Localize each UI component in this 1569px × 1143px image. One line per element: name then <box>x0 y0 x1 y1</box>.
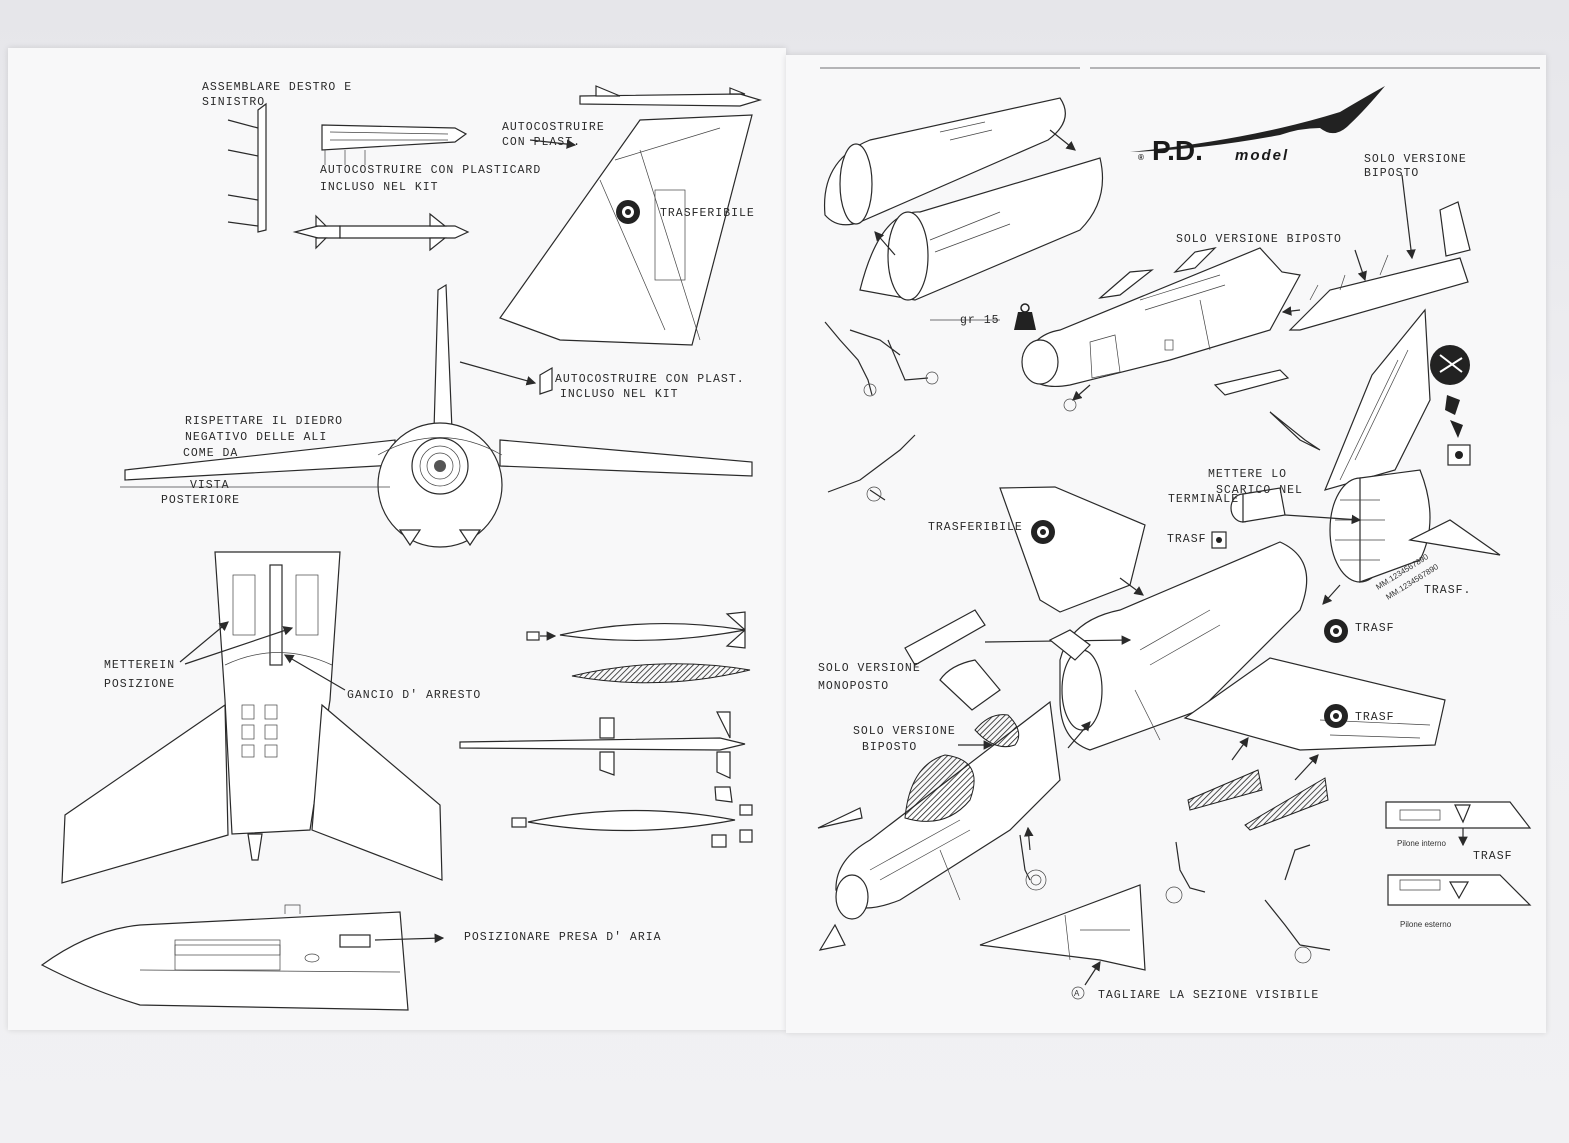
label-trasferibile-wing: TRASFERIBILE <box>928 521 1023 534</box>
external-stores-drawing <box>459 611 753 848</box>
label-scarico-3: TERMINALE <box>1168 493 1239 506</box>
pd-model-logo: P.D. model ® <box>1130 86 1385 166</box>
label-scarico-1: METTERE LO <box>1208 468 1287 481</box>
label-assemble-1: ASSEMBLARE DESTRO E <box>202 81 352 94</box>
label-metterein-1: METTEREIN <box>104 659 175 672</box>
label-vista-1: VISTA <box>190 479 230 492</box>
label-plast-kit-1: AUTOCOSTRUIRE CON PLAST. <box>555 373 745 386</box>
label-plast-kit-2: INCLUSO NEL KIT <box>560 388 679 401</box>
label-diedro-3: COME DA <box>183 447 238 460</box>
landing-gear-drawing <box>824 319 1000 502</box>
label-solo-biposto-mid: SOLO VERSIONE BIPOSTO <box>1176 233 1342 246</box>
label-plasticard-1: AUTOCOSTRUIRE CON PLASTICARD <box>320 164 541 177</box>
label-autocostruire-1: AUTOCOSTRUIRE <box>502 121 605 134</box>
top-view-drawing <box>61 551 443 884</box>
label-solo-biposto-top-1: SOLO VERSIONE <box>1364 153 1467 166</box>
weight-icon <box>1014 303 1036 330</box>
label-pilone-esterno: Pilone esterno <box>1400 920 1452 929</box>
missile-drawing-top <box>292 212 470 252</box>
label-diedro-1: RISPETTARE IL DIEDRO <box>185 415 343 428</box>
label-diedro-2: NEGATIVO DELLE ALI <box>185 431 327 444</box>
label-presa-aria: POSIZIONARE PRESA D' ARIA <box>464 931 662 944</box>
label-biposto-canopy-2: BIPOSTO <box>862 741 917 754</box>
logo-registered-mark: ® <box>1138 153 1144 162</box>
label-trasf-pilone: TRASF <box>1473 850 1513 863</box>
label-trasf-small: TRASF <box>1167 533 1207 546</box>
intake-parts-drawing <box>823 97 1104 301</box>
label-plasticard-2: INCLUSO NEL KIT <box>320 181 439 194</box>
label-assemble-2: SINISTRO <box>202 96 265 109</box>
label-metterein-2: POSIZIONE <box>104 678 175 691</box>
label-trasferibile-fin: TRASFERIBILE <box>660 207 755 220</box>
label-vista-2: POSTERIORE <box>161 494 240 507</box>
pylon-drawings <box>1385 801 1532 906</box>
pylon-parts-drawing <box>227 102 468 233</box>
label-weight: gr 15 <box>960 314 1000 327</box>
label-trasf-dot: TRASF. <box>1424 584 1471 597</box>
label-biposto-canopy-1: SOLO VERSIONE <box>853 725 956 738</box>
fuselage-assembly-top <box>1021 174 1471 412</box>
tail-insignia-drawing <box>1269 308 1471 491</box>
label-gancio: GANCIO D' ARRESTO <box>347 689 481 702</box>
nose-gear-drawing <box>1019 826 1331 964</box>
logo-pd-text: P.D. <box>1152 135 1203 166</box>
exhaust-nozzle-drawing <box>1230 469 1501 583</box>
nose-canopy-drawing <box>817 609 1091 951</box>
label-tagliare-marker: A <box>1074 989 1080 998</box>
fuselage-side-drawing <box>40 904 445 1011</box>
nose-section-cut-drawing <box>979 884 1146 1000</box>
label-monoposto-2: MONOPOSTO <box>818 680 889 693</box>
label-tagliare: TAGLIARE LA SEZIONE VISIBILE <box>1098 989 1319 1002</box>
label-scarico-2: SCARICO NEL <box>1216 484 1303 497</box>
label-solo-biposto-top-2: BIPOSTO <box>1364 167 1419 180</box>
label-monoposto-1: SOLO VERSIONE <box>818 662 921 675</box>
label-trasf-wing-roundel: TRASF <box>1355 711 1395 724</box>
logo-model-text: model <box>1235 147 1289 164</box>
speed-brake-panels-drawing <box>1187 737 1329 831</box>
label-pilone-interno: Pilone interno <box>1397 839 1446 848</box>
label-autocostruire-2: CON PLAST. <box>502 136 581 149</box>
label-trasf-roundel: TRASF <box>1355 622 1395 635</box>
tail-fin-drawing <box>499 85 763 395</box>
rear-view-drawing <box>120 283 753 548</box>
fuselage-assembly-main <box>984 486 1446 751</box>
